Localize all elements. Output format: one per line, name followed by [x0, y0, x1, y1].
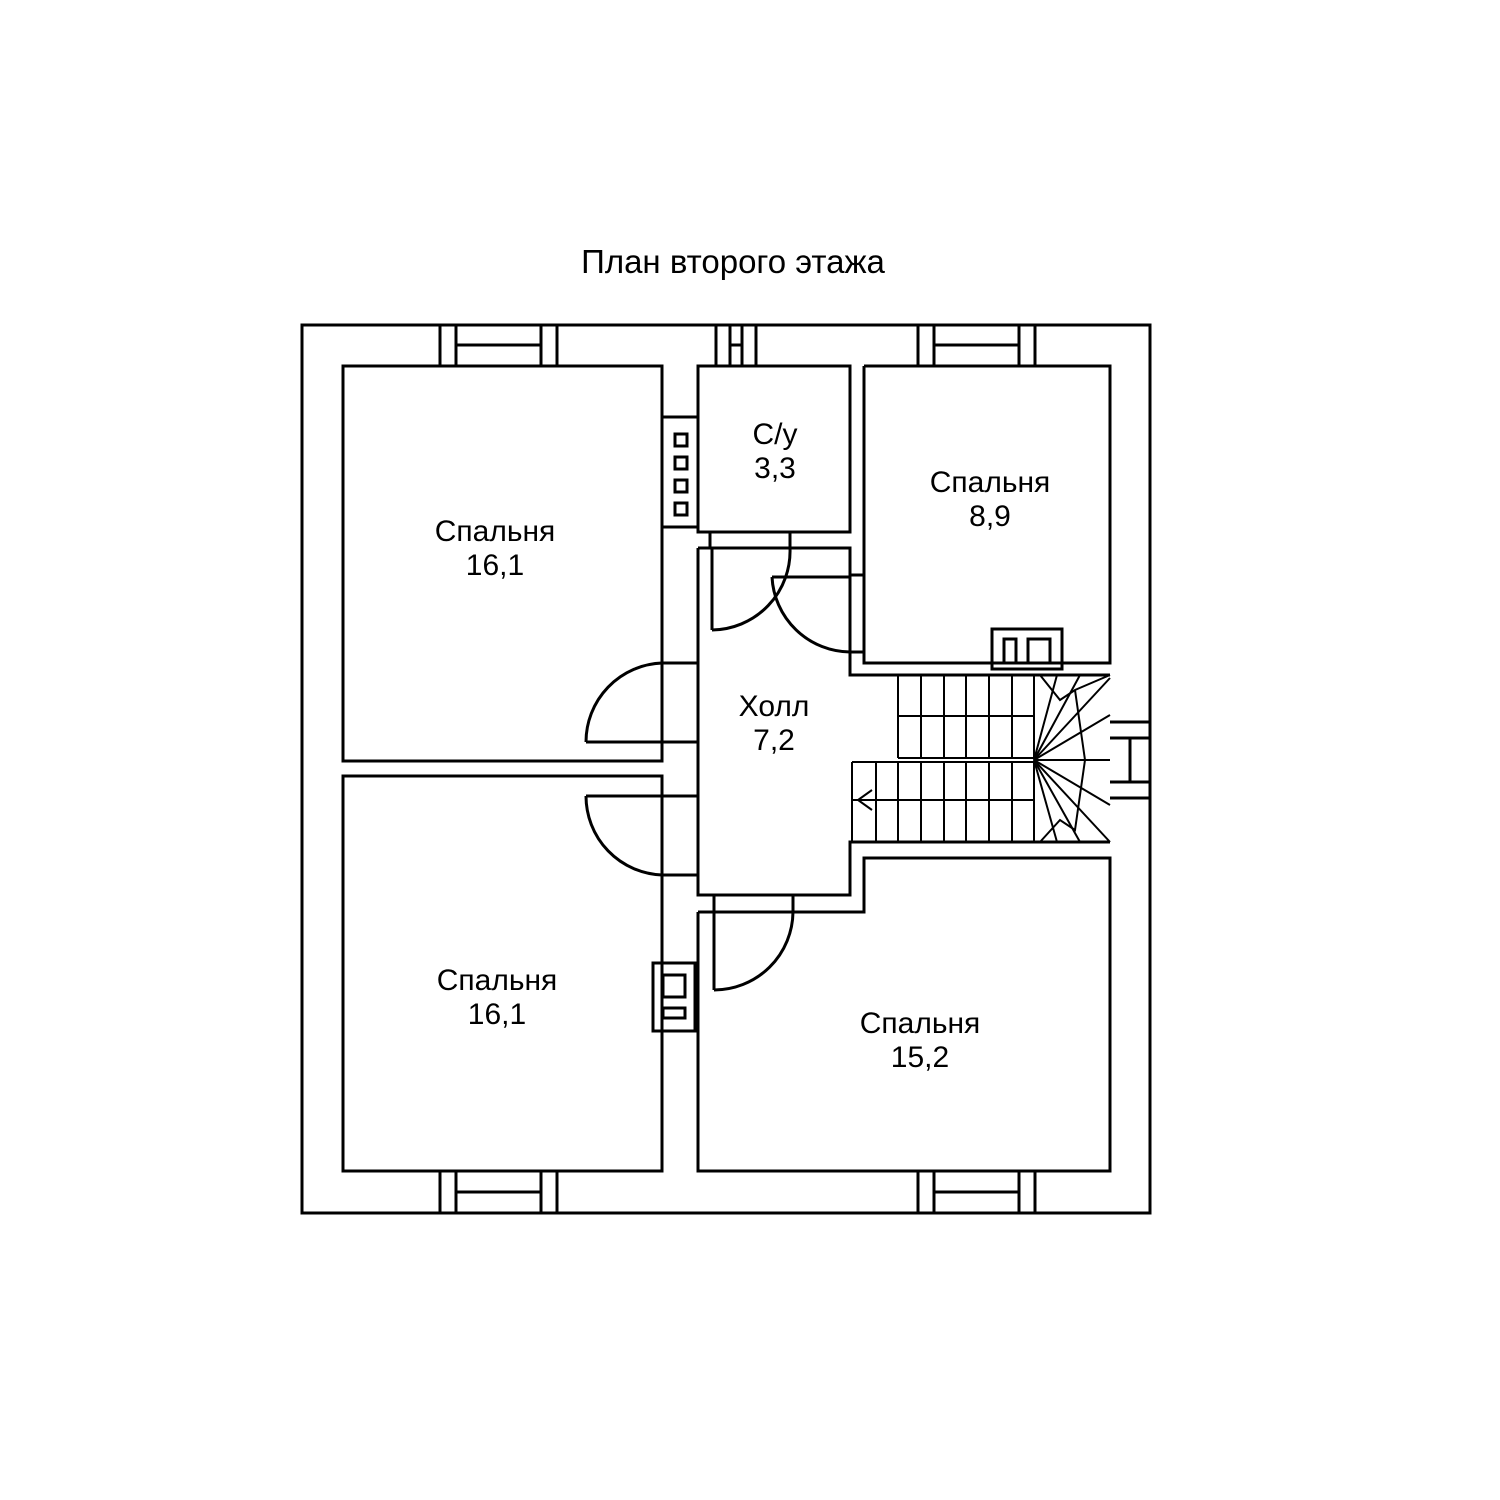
outer-wall: [302, 325, 1150, 1213]
window-bottom-2: [918, 1171, 1035, 1213]
vent-block-wc: [662, 417, 698, 527]
door-bedroom-sw: [586, 796, 698, 875]
room-name: С/у: [752, 418, 798, 451]
room-area: 3,3: [754, 452, 796, 485]
room-bedroom-se: [698, 858, 1110, 1171]
window-bottom-1: [440, 1171, 557, 1213]
room-name: Спальня: [859, 1007, 981, 1040]
window-top-2: [716, 325, 756, 366]
label-wc: С/у 3,3: [665, 418, 885, 486]
vent-block-sw: [653, 963, 695, 1031]
door-bedroom-nw: [586, 663, 698, 742]
room-area: 15,2: [890, 1041, 950, 1074]
door-bedroom-ne: [772, 575, 864, 652]
room-hall: [698, 548, 1110, 675]
room-name: Спальня: [929, 466, 1051, 499]
window-top-3: [918, 325, 1035, 366]
door-wc: [710, 532, 790, 630]
hall-wall-lower: [698, 548, 1110, 895]
room-area: 8,9: [969, 500, 1011, 533]
room-name: Спальня: [434, 515, 556, 548]
label-bedroom-ne: Спальня 8,9: [880, 466, 1100, 534]
vent-block-ne: [992, 629, 1062, 669]
label-hall: Холл 7,2: [664, 690, 884, 758]
room-name: Холл: [738, 690, 810, 723]
window-top-1: [440, 325, 557, 366]
room-bedroom-nw: [343, 366, 662, 761]
label-bedroom-nw: Спальня 16,1: [385, 515, 605, 583]
room-name: Спальня: [436, 964, 558, 997]
window-right: [1110, 722, 1150, 798]
room-area: 16,1: [465, 549, 525, 582]
room-bedroom-ne: [864, 366, 1110, 663]
door-bedroom-se: [714, 895, 793, 990]
room-area: 7,2: [753, 724, 795, 757]
label-bedroom-se: Спальня 15,2: [810, 1007, 1030, 1075]
label-bedroom-sw: Спальня 16,1: [387, 964, 607, 1032]
room-area: 16,1: [467, 998, 527, 1031]
plan-title: План второго этажа: [581, 243, 885, 280]
staircase: [852, 675, 1110, 842]
